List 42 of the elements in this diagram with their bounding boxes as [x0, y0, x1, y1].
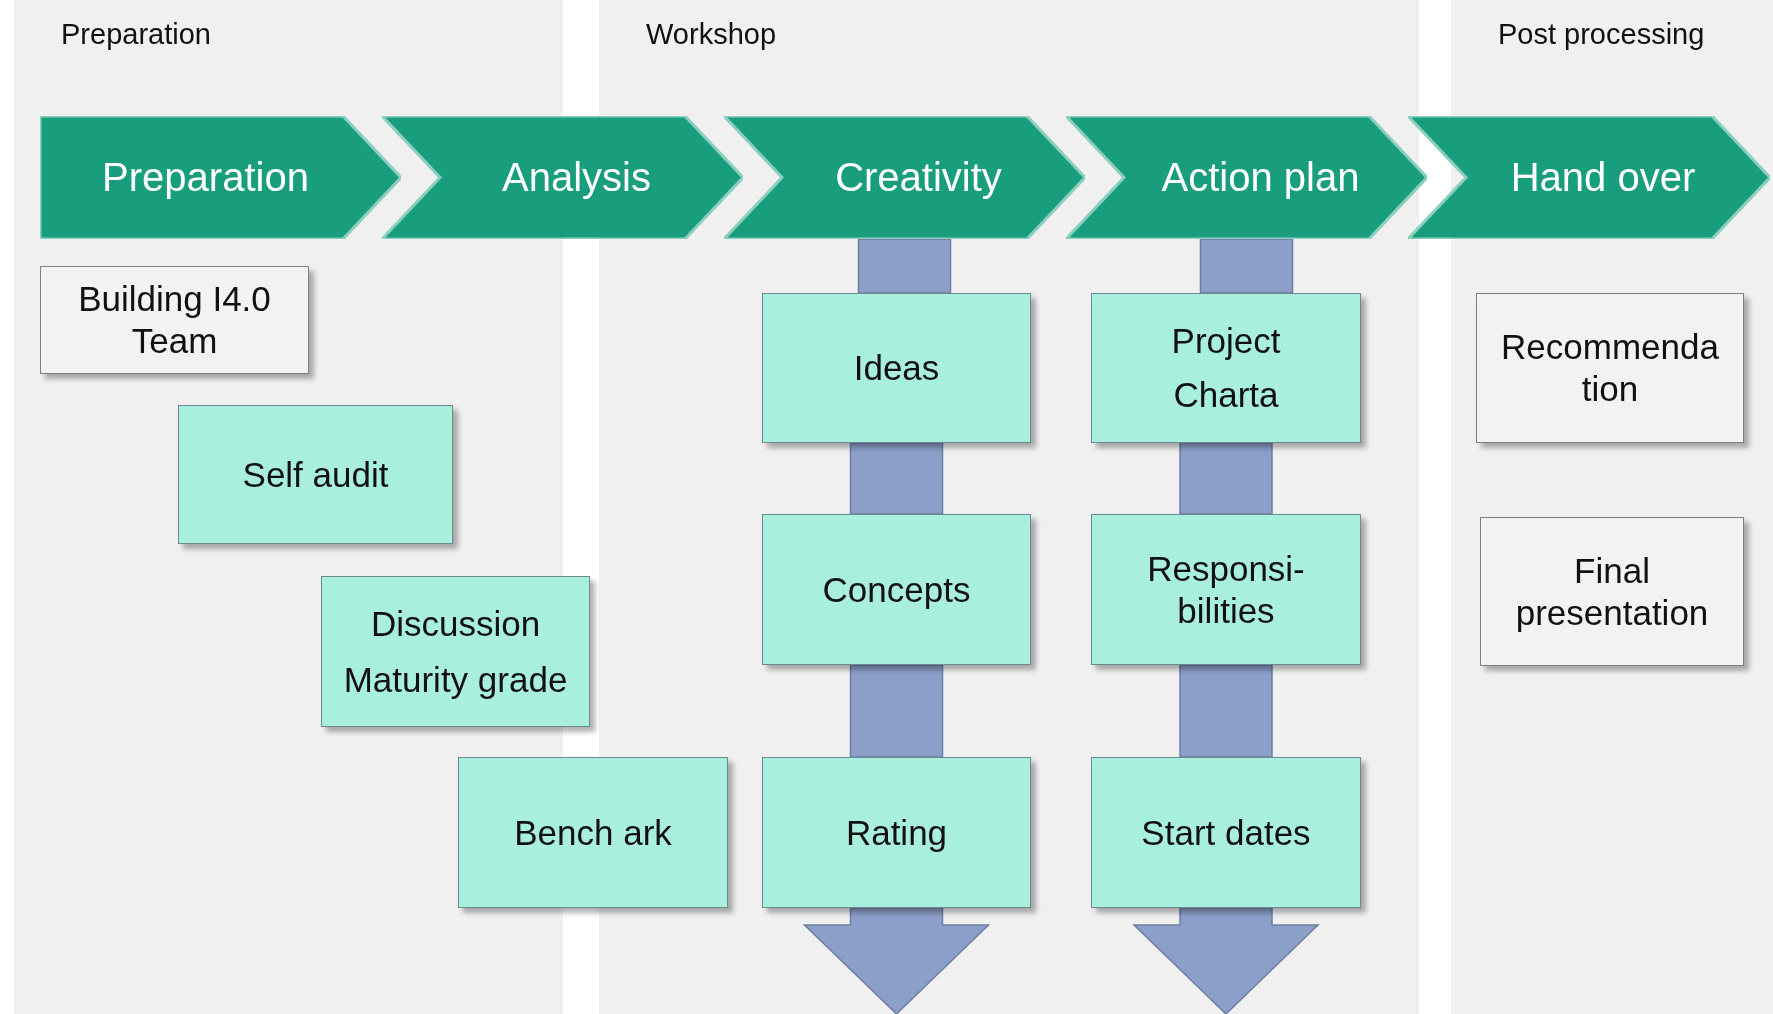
process-box	[1091, 757, 1361, 908]
step-label: Analysis	[501, 155, 652, 200]
process-box	[321, 576, 590, 727]
box-text: Self audit	[242, 453, 389, 496]
box-text: Final presentation	[1514, 549, 1710, 634]
connector-bar	[1179, 664, 1273, 758]
process-box	[40, 266, 309, 374]
connector-bar	[857, 238, 952, 294]
box-text: Responsi- bilities	[1146, 547, 1306, 632]
step-label: Action plan	[1160, 155, 1361, 200]
box-text: Ideas	[853, 347, 940, 389]
box-text: Bench ark	[514, 811, 672, 854]
down-arrow	[1132, 907, 1320, 1014]
process-box	[1091, 293, 1361, 443]
box-text: Recommenda tion	[1500, 326, 1720, 410]
connector-bar	[849, 442, 944, 515]
phase-heading: Post processing	[1498, 18, 1705, 51]
step-label: Creativity	[834, 155, 1003, 200]
process-box	[762, 293, 1031, 443]
connector-bar	[1179, 442, 1273, 515]
process-box	[762, 757, 1031, 908]
box-text: Building I4.0 Team	[77, 278, 272, 362]
process-box	[1476, 293, 1744, 443]
box-text: Rating	[845, 811, 948, 854]
phase-heading: Preparation	[61, 18, 211, 51]
connector-bar	[849, 664, 944, 758]
phase-heading: Workshop	[646, 18, 777, 51]
process-box	[1091, 514, 1361, 665]
box-text: Discussion	[370, 602, 541, 645]
box-text: Concepts	[822, 568, 971, 611]
step-label: Hand over	[1509, 155, 1697, 200]
process-box	[1480, 517, 1744, 666]
box-text: Project Charta	[1170, 319, 1282, 416]
box-text: Maturity grade	[343, 658, 568, 701]
down-arrow	[802, 907, 991, 1014]
phase-band	[1451, 0, 1773, 1014]
process-box	[178, 405, 453, 544]
process-box	[762, 514, 1031, 665]
connector-bar	[1199, 238, 1294, 294]
process-box	[458, 757, 728, 908]
box-text: Start dates	[1141, 811, 1311, 854]
step-label: Preparation	[102, 155, 310, 200]
